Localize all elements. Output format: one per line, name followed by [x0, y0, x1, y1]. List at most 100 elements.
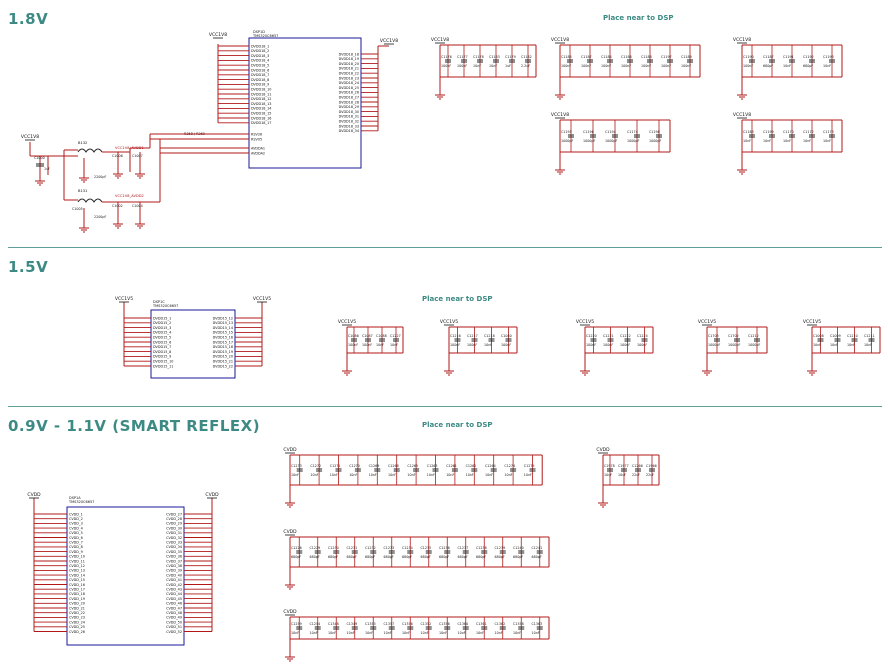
cap-ref-label: C1226: [291, 546, 302, 550]
ic-pin-label: DVDD15_14: [213, 326, 233, 330]
cap-value-label: 680pF: [495, 555, 505, 559]
ic-body-dsp1c: [150, 309, 236, 379]
cap-value-label: 1uF: [44, 167, 50, 171]
cap-ref-label: C1086: [348, 334, 359, 338]
ic-pin-label: DVDD18_4: [251, 59, 269, 63]
ic-pin-label: RSV05: [251, 137, 262, 141]
net-label-vcc1v8-dsp1d: VCC1V8: [209, 32, 227, 38]
cap-ref-label: C1196: [583, 130, 594, 134]
ic-pin-label: DVDD15_17: [213, 340, 233, 344]
ic-pin-label: DVDD15_19: [213, 350, 233, 354]
cap-ref-label: C1189: [681, 55, 692, 59]
cap-ref-label: C1173: [823, 130, 834, 134]
section-title-1v8: 1.8V: [8, 10, 49, 28]
cap-ref-label: C1966: [646, 464, 657, 468]
ic-pin-label: CVDD_30: [166, 526, 182, 530]
cap-value-label: 10nF: [495, 631, 503, 635]
cap-value-label: 100nF: [661, 64, 671, 68]
ic-pin-label: DVDD18_12: [251, 97, 271, 101]
cap-ref-label: C1080: [501, 334, 512, 338]
cap-ref-label: C1182: [521, 55, 532, 59]
ic-pin-label: DVDD18_34: [339, 129, 359, 133]
ic-ref-dsp1d: DSP1D: [253, 30, 265, 34]
ic-pin-label: CVDD_23: [69, 616, 85, 620]
section-divider-2: [8, 406, 882, 407]
net-label-avdd2: VCC1V8_AVDD2: [115, 194, 144, 198]
cap-ref-label: C1238: [476, 546, 487, 550]
cap-ref-label: C1188: [641, 55, 652, 59]
section-title-core: 0.9V - 1.1V (SMART REFLEX): [8, 417, 261, 435]
cap-value-label: 10nF: [847, 343, 855, 347]
cap-ref-label: C1356: [439, 622, 450, 626]
net-label-b18-4: VCC1V8: [551, 112, 569, 118]
cap-value-label: 100nF: [621, 64, 631, 68]
cap-value-label: 10nF: [390, 343, 398, 347]
ic-pin-label: CVDD_45: [166, 597, 182, 601]
cap-ref-label: C1000: [34, 156, 45, 160]
cap-value-label: 680pF: [347, 555, 357, 559]
cap-ref-label: C1007: [132, 154, 143, 158]
ic-pin-label: DVDD15_13: [213, 321, 233, 325]
cap-value-label: 10nF: [783, 64, 791, 68]
ic-pin-label: DVDD15_5: [153, 336, 171, 340]
ic-pin-label: DVDD18_26: [339, 91, 359, 95]
net-label-b15-1: VCC1V5: [338, 319, 356, 325]
ic-ref-dsp1a: DSP1A: [69, 496, 81, 500]
cap-value-label: 680pF: [421, 555, 431, 559]
ic-pin-label: CVDD_1: [69, 512, 83, 516]
cap-value-label: 10nF: [504, 473, 512, 477]
net-label-b18-5: VCC1V8: [733, 112, 751, 118]
cap-ref-label: C1087: [362, 334, 373, 338]
ic-pin-label: DVDD15_11: [153, 364, 173, 368]
cap-value-label: 1000pF: [649, 139, 661, 143]
cap-value-label: 680pF: [328, 555, 338, 559]
cap-value-label: 10nF: [369, 473, 377, 477]
ic-pin-label: DVDD18_27: [339, 96, 359, 100]
ic-pin-label: CVDD_38: [166, 564, 182, 568]
net-label-b15-5: VCC1V5: [803, 319, 821, 325]
ic-pin-label: CVDD_36: [166, 555, 182, 559]
ic-pin-label: DVDD15_4: [153, 331, 171, 335]
cap-ref-label: C1008: [813, 334, 824, 338]
cap-ref-label: C1217: [467, 334, 478, 338]
ic-pin-label: DVDD15_8: [153, 350, 171, 354]
ic-pin-label: DVDD18_9: [251, 83, 269, 87]
cap-ref-label: C1197: [661, 55, 672, 59]
cap-value-label: 10uF: [618, 473, 626, 477]
cap-value-label: 1000pF: [708, 343, 720, 347]
cap-value-label: 10nF: [347, 631, 355, 635]
cap-ref-label: C1262: [466, 464, 477, 468]
cap-ref-label: C1211: [864, 334, 875, 338]
ic-pin-label: CVDD_4: [69, 526, 83, 530]
section-divider-1: [8, 247, 882, 248]
cap-ref-label: C1274: [504, 464, 515, 468]
ic-pin-label: CVDD_16: [69, 583, 85, 587]
cap-ref-label: C1279: [524, 464, 535, 468]
cap-value-label: 100nF: [603, 343, 613, 347]
ic-pin-label: CVDD_17: [69, 588, 85, 592]
cap-ref-label: C1186: [621, 55, 632, 59]
ic-pin-label: DVDD18_7: [251, 73, 269, 77]
ic-pin-label: DVDD18_14: [251, 107, 271, 111]
cap-ref-label: C1193: [823, 55, 834, 59]
cap-value-label: 100nF: [641, 64, 651, 68]
net-label-b09-4: CVDD: [283, 609, 297, 615]
cap-value-label: 10nF: [743, 139, 751, 143]
cap-value-label: 10nF: [330, 473, 338, 477]
cap-value-label: 10nF: [446, 473, 454, 477]
cap-value-label: 1000pF: [748, 343, 760, 347]
ic-part-dsp1d: TMS320C6657: [252, 34, 278, 38]
cap-ref-label: C1220: [586, 334, 597, 338]
cap-ref-label: C1170: [783, 130, 794, 134]
ic-pin-label: CVDD_31: [166, 531, 182, 535]
ic-pin-label: DVDD15_7: [153, 345, 171, 349]
ic-pin-label: CVDD_37: [166, 559, 182, 563]
net-label-vcc1v8-filter: VCC1V8: [21, 134, 39, 140]
cap-ref-label: C1239: [495, 546, 506, 550]
section-title-1v5: 1.5V: [8, 258, 49, 276]
ic-pin-label: CVDD_52: [166, 630, 182, 634]
cap-value-label: 100nF: [681, 64, 691, 68]
cap-ref-label: C1192: [803, 55, 814, 59]
cap-value-label: 2.2uF: [521, 64, 530, 68]
net-label-b18-3: VCC1V8: [733, 37, 751, 43]
